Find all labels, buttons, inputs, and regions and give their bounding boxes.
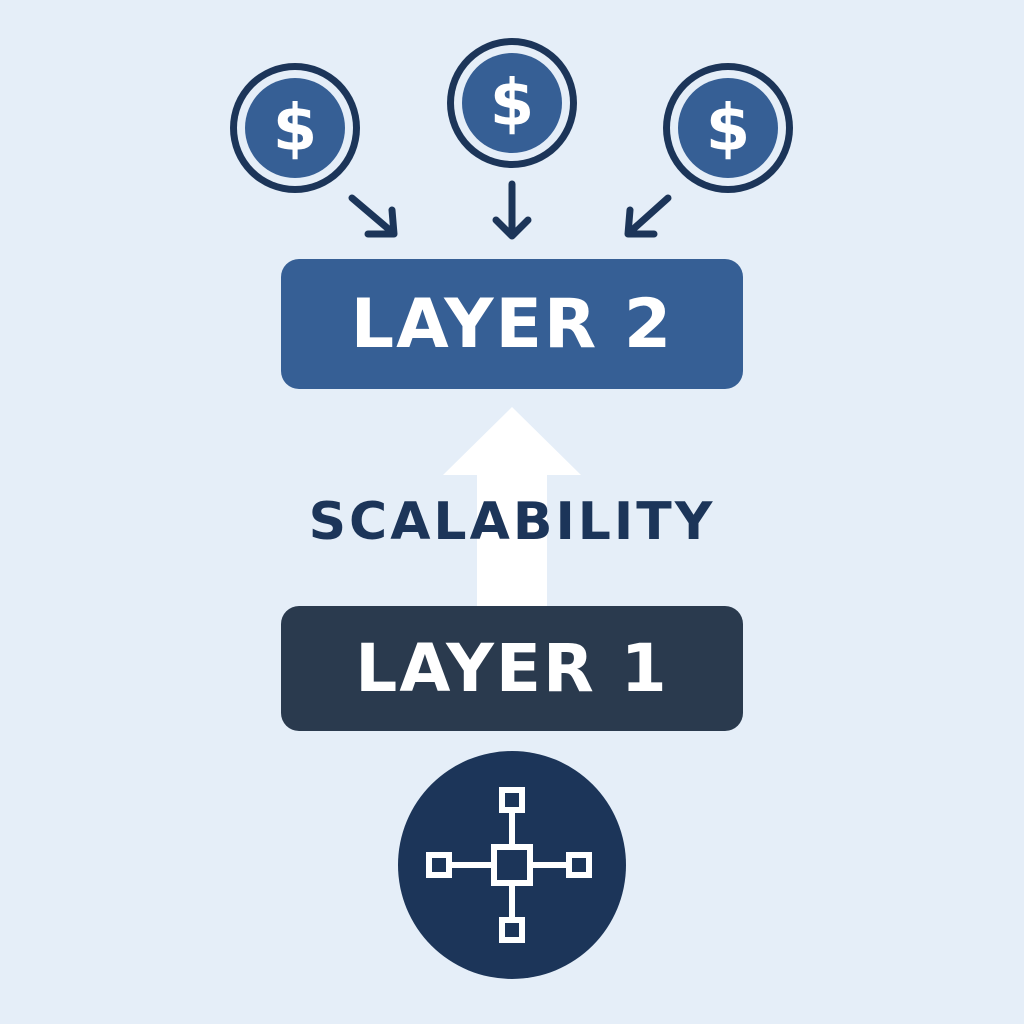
dollar-coin-icon: $: [663, 63, 793, 193]
inflow-arrows: [348, 180, 672, 240]
layer-1-box: LAYER 1: [281, 606, 743, 731]
network-nodes-icon: [398, 751, 626, 979]
arrow-down-icon: [492, 180, 532, 240]
arrow-down-right-icon: [348, 194, 398, 238]
layer-1-label: LAYER 1: [355, 630, 669, 707]
layer-2-label: LAYER 2: [350, 284, 674, 364]
dollar-sign-icon: $: [273, 92, 318, 166]
coin-symbol: $: [273, 92, 318, 166]
scalability-label: SCALABILITY: [308, 492, 716, 552]
layer-2-box: LAYER 2: [281, 259, 743, 389]
coin-symbol: $: [490, 67, 535, 141]
dollar-coin-icon: $: [447, 38, 577, 168]
coin-symbol: $: [706, 92, 751, 166]
dollar-sign-icon: $: [706, 92, 751, 166]
arrow-down-left-icon: [624, 194, 672, 238]
dollar-coin-icon: $: [230, 63, 360, 193]
dollar-sign-icon: $: [490, 67, 535, 141]
arrow-up-icon: [443, 407, 581, 607]
